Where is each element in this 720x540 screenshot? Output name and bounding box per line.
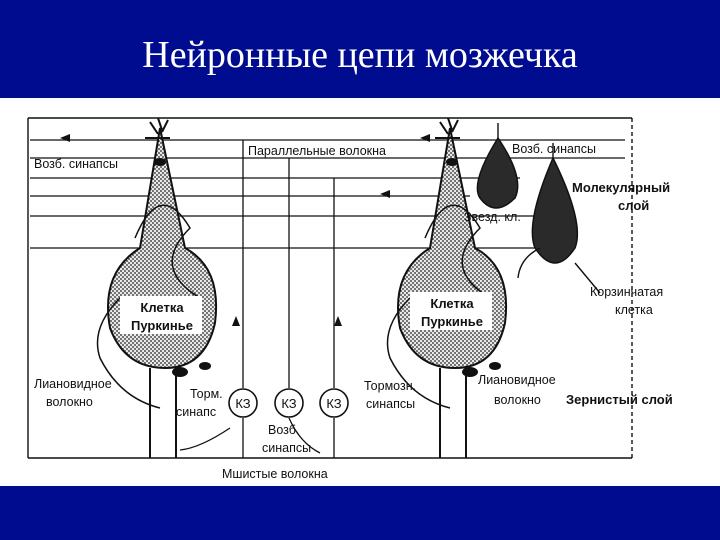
basket-fiber-right xyxy=(386,297,451,409)
slide-title: Нейронные цепи мозжечка xyxy=(0,0,720,98)
label-inh-synapses-right-1: Тормозн. xyxy=(364,379,416,393)
purkinje-right-label-2: Пуркинье xyxy=(421,314,483,329)
layer-boundaries xyxy=(27,117,633,459)
purkinje-right-dendrite-tips xyxy=(435,117,460,139)
synapse-markers xyxy=(154,158,501,377)
label-granular-layer: Зернистый слой xyxy=(566,392,673,407)
cerebellum-circuit-diagram: Клетка Пуркинье Клетка Пуркинье xyxy=(0,98,720,486)
granule-cell-3-label: КЗ xyxy=(326,396,341,411)
purkinje-cell-right: Клетка Пуркинье xyxy=(386,117,508,458)
label-parallel-fibers: Параллельные волокна xyxy=(248,144,386,158)
diagram-labels: Возб. синапсы Параллельные волокна Возб.… xyxy=(34,142,673,481)
label-climbing-fiber-left-1: Лиановидное xyxy=(34,377,112,391)
label-inh-synapses-right-2: синапсы xyxy=(366,397,415,411)
label-inh-synapse-left-2: синапс xyxy=(176,405,216,419)
diagram-svg: Клетка Пуркинье Клетка Пуркинье xyxy=(27,117,673,481)
granule-cells: КЗ КЗ КЗ xyxy=(179,140,349,458)
molecular-interneurons xyxy=(476,136,579,264)
label-exc-synapses-right: Возб. синапсы xyxy=(512,142,596,156)
bottom-band xyxy=(0,486,720,540)
interneuron-processes xyxy=(497,123,601,294)
purkinje-left-axon xyxy=(149,368,177,458)
label-molecular-layer-1: Молекулярный xyxy=(572,180,670,195)
label-basket-cell-1: Корзинчатая xyxy=(590,285,663,299)
label-inh-synapse-left-1: Торм. xyxy=(190,387,223,401)
purkinje-left-label-2: Пуркинье xyxy=(131,318,193,333)
label-climbing-fiber-left-2: волокно xyxy=(46,395,93,409)
granule-cell-1-label: КЗ xyxy=(235,396,250,411)
label-molecular-layer-2: слой xyxy=(618,198,649,213)
purkinje-left-dendrite-tips xyxy=(145,117,170,139)
label-exc-synapses-left: Возб. синапсы xyxy=(34,157,118,171)
basket-cell-body xyxy=(531,156,579,264)
purkinje-right-label-1: Клетка xyxy=(430,296,474,311)
stellate-cell-body xyxy=(476,136,519,209)
label-climbing-fiber-right-2: волокно xyxy=(494,393,541,407)
label-basket-cell-2: клетка xyxy=(615,303,653,317)
granule-cell-2 xyxy=(274,388,304,418)
label-climbing-fiber-right-1: Лиановидное xyxy=(478,373,556,387)
granule-cell-3 xyxy=(319,388,349,418)
climbing-fiber-right-wrap xyxy=(424,204,491,299)
label-exc-synapses-bottom-2: синапсы xyxy=(262,441,311,455)
purkinje-cell-left: Клетка Пуркинье xyxy=(96,117,218,458)
climbing-fiber-left-wrap xyxy=(134,204,201,299)
label-stellate-cell: Звезд. кл. xyxy=(464,210,521,224)
label-mossy-fibers: Мшистые волокна xyxy=(222,467,328,481)
granule-cell-1 xyxy=(228,388,258,418)
basket-fiber-left xyxy=(96,297,161,409)
label-exc-synapses-bottom-1: Возб. xyxy=(268,423,299,437)
fiber-arrows xyxy=(60,134,500,326)
purkinje-right-axon xyxy=(439,368,467,458)
purkinje-left-label-1: Клетка xyxy=(140,300,184,315)
granule-cell-2-label: КЗ xyxy=(281,396,296,411)
